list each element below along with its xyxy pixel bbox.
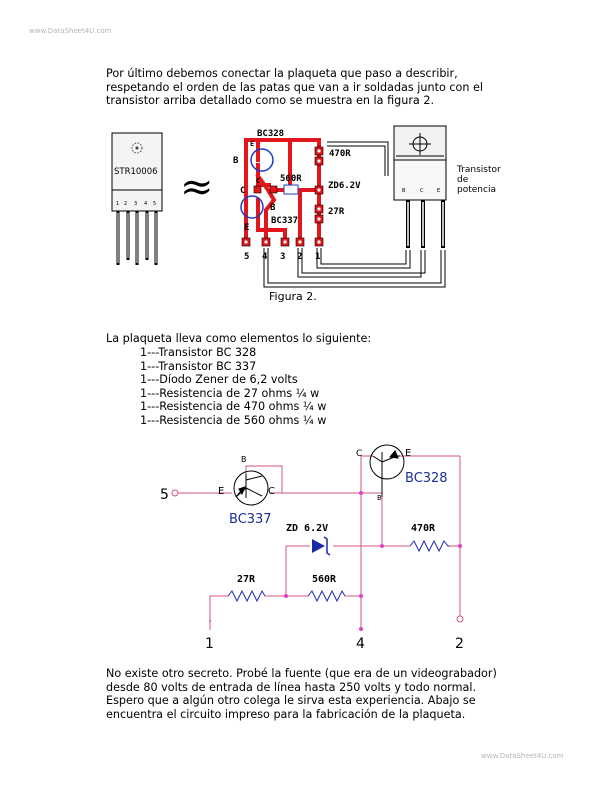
bc337-pin-e: E <box>218 486 224 497</box>
pcb-label-470r: 470R <box>329 149 351 159</box>
list-item: 1---Transistor BC 337 <box>140 359 257 373</box>
terminal-label-2: 2 <box>455 636 464 650</box>
pcb-label-b: B <box>233 156 239 166</box>
str-ic-drawing: STR10006 1 2 3 4 5 <box>111 132 163 265</box>
components-heading: La plaqueta lleva como elementos lo sigu… <box>106 332 372 345</box>
ic-pin-number: 3 <box>134 201 137 207</box>
approx-symbol: ≈ <box>180 164 214 210</box>
resistor-27r-label: 27R <box>237 574 256 585</box>
resistor-470r-label: 470R <box>411 523 436 534</box>
power-transistor-pin: B <box>402 188 406 194</box>
conclusion-line: Espero que a algún otro colega le sirva … <box>106 694 476 708</box>
conclusion-line: desde 80 volts de entrada de línea hasta… <box>106 680 476 694</box>
ic-mounting-hole-icon <box>131 142 143 154</box>
bc328-outline <box>250 148 274 172</box>
schematic-terminals <box>171 489 464 623</box>
list-item: 1---Transistor BC 328 <box>140 346 257 359</box>
terminal-1 <box>209 620 211 622</box>
bc328-pin-b: B <box>377 494 382 502</box>
terminal-label-4: 4 <box>356 636 365 650</box>
bc328-label: BC328 <box>405 471 448 486</box>
bc328-pin-e: E <box>405 448 411 459</box>
terminal-label-1: 1 <box>205 636 214 650</box>
bc337-outline <box>240 195 264 219</box>
resistor-470r <box>409 539 450 553</box>
pcb-label-c: C <box>240 186 245 196</box>
resistor-560r <box>307 589 346 603</box>
pcb-label-e: E <box>250 140 254 148</box>
power-transistor-pin: C <box>420 188 424 194</box>
ic-pin-number: 5 <box>153 201 156 207</box>
intro-line: Por último debemos conectar la plaqueta … <box>106 67 458 80</box>
pcb-pin-number: 5 <box>244 252 249 262</box>
pcb-pin-number: 3 <box>280 252 285 262</box>
resistor-560r-body <box>283 184 299 195</box>
power-transistor-label: de <box>457 175 469 185</box>
pcb-pin-number: 1 <box>315 252 320 262</box>
zener-label: ZD 6.2V <box>286 523 328 534</box>
ic-pin-number: 1 <box>116 201 119 207</box>
pcb-label-e: E <box>244 223 249 233</box>
pcb-layout: BC328 470R 560R ZD6.2V 27R BC337 B C E C… <box>233 129 361 262</box>
intro-line: transistor arriba detallado como se mues… <box>106 94 434 108</box>
list-item: 1---Resistencia de 27 ohms ¼ w <box>140 386 320 400</box>
transistor-bc328 <box>369 444 405 497</box>
power-transistor-label: Transistor <box>456 165 501 175</box>
resistor-560r-label: 560R <box>312 574 337 585</box>
list-item: 1---Díodo Zener de 6,2 volts <box>140 373 298 387</box>
bc328-pin-c: C <box>356 449 362 459</box>
schematic: 5 1 4 2 B E C BC337 C E B BC328 ZD 6.2V … <box>160 444 464 650</box>
pcb-label-c: C <box>256 177 260 185</box>
watermark-bottom: www.DataSheet4U.com <box>481 752 564 760</box>
connection-wires <box>263 141 446 288</box>
schematic-resistors <box>227 539 450 603</box>
power-transistor-pin: E <box>437 188 440 194</box>
conclusion-line: encuentra el circuito impreso para la fa… <box>106 707 466 721</box>
figure-caption: Figura 2. <box>269 290 317 303</box>
list-item: 1---Resistencia de 560 ohms ¼ w <box>140 413 327 427</box>
pcb-label-bc328: BC328 <box>257 129 284 139</box>
power-transistor-label: potencia <box>457 185 496 195</box>
bc337-pin-b: B <box>241 455 247 464</box>
resistor-27r <box>227 589 266 603</box>
intro-line: respetando el orden de las patas que van… <box>106 80 484 94</box>
pcb-label-b: B <box>270 203 276 213</box>
pcb-label-bc337: BC337 <box>271 216 298 226</box>
conclusion-paragraph: No existe otro secreto. Probé la fuente … <box>106 667 497 721</box>
pcb-label-zd: ZD6.2V <box>328 181 361 191</box>
list-item: 1---Resistencia de 470 ohms ¼ w <box>140 400 327 414</box>
pcb-pin-number: 4 <box>262 252 268 262</box>
bc337-pin-c: C <box>268 486 275 497</box>
junction-dots <box>284 491 462 631</box>
ic-pin-number: 4 <box>144 201 147 207</box>
schematic-wires <box>178 455 461 630</box>
terminal-label-5: 5 <box>160 487 169 503</box>
bc337-label: BC337 <box>229 512 272 527</box>
ic-pin-number: 2 <box>124 201 127 207</box>
power-transistor-drawing: B C E Transistor de potencia <box>393 125 501 248</box>
pcb-label-560r: 560R <box>280 174 302 184</box>
terminal-5 <box>171 489 179 497</box>
pcb-label-27r: 27R <box>328 207 345 217</box>
zener-diode <box>312 536 331 556</box>
terminal-2 <box>456 615 464 623</box>
intro-paragraph: Por último debemos conectar la plaqueta … <box>106 67 483 108</box>
transistor-bc337 <box>233 470 269 506</box>
figure-2: STR10006 1 2 3 4 5 ≈ <box>111 125 501 303</box>
ic-label: STR10006 <box>114 167 158 177</box>
pcb-pin-number: 2 <box>297 252 302 262</box>
components-list: 1---Transistor BC 328 1---Transistor BC … <box>140 346 326 428</box>
watermark-top: www.DataSheet4U.com <box>29 27 112 35</box>
conclusion-line: No existe otro secreto. Probé la fuente … <box>106 667 497 680</box>
